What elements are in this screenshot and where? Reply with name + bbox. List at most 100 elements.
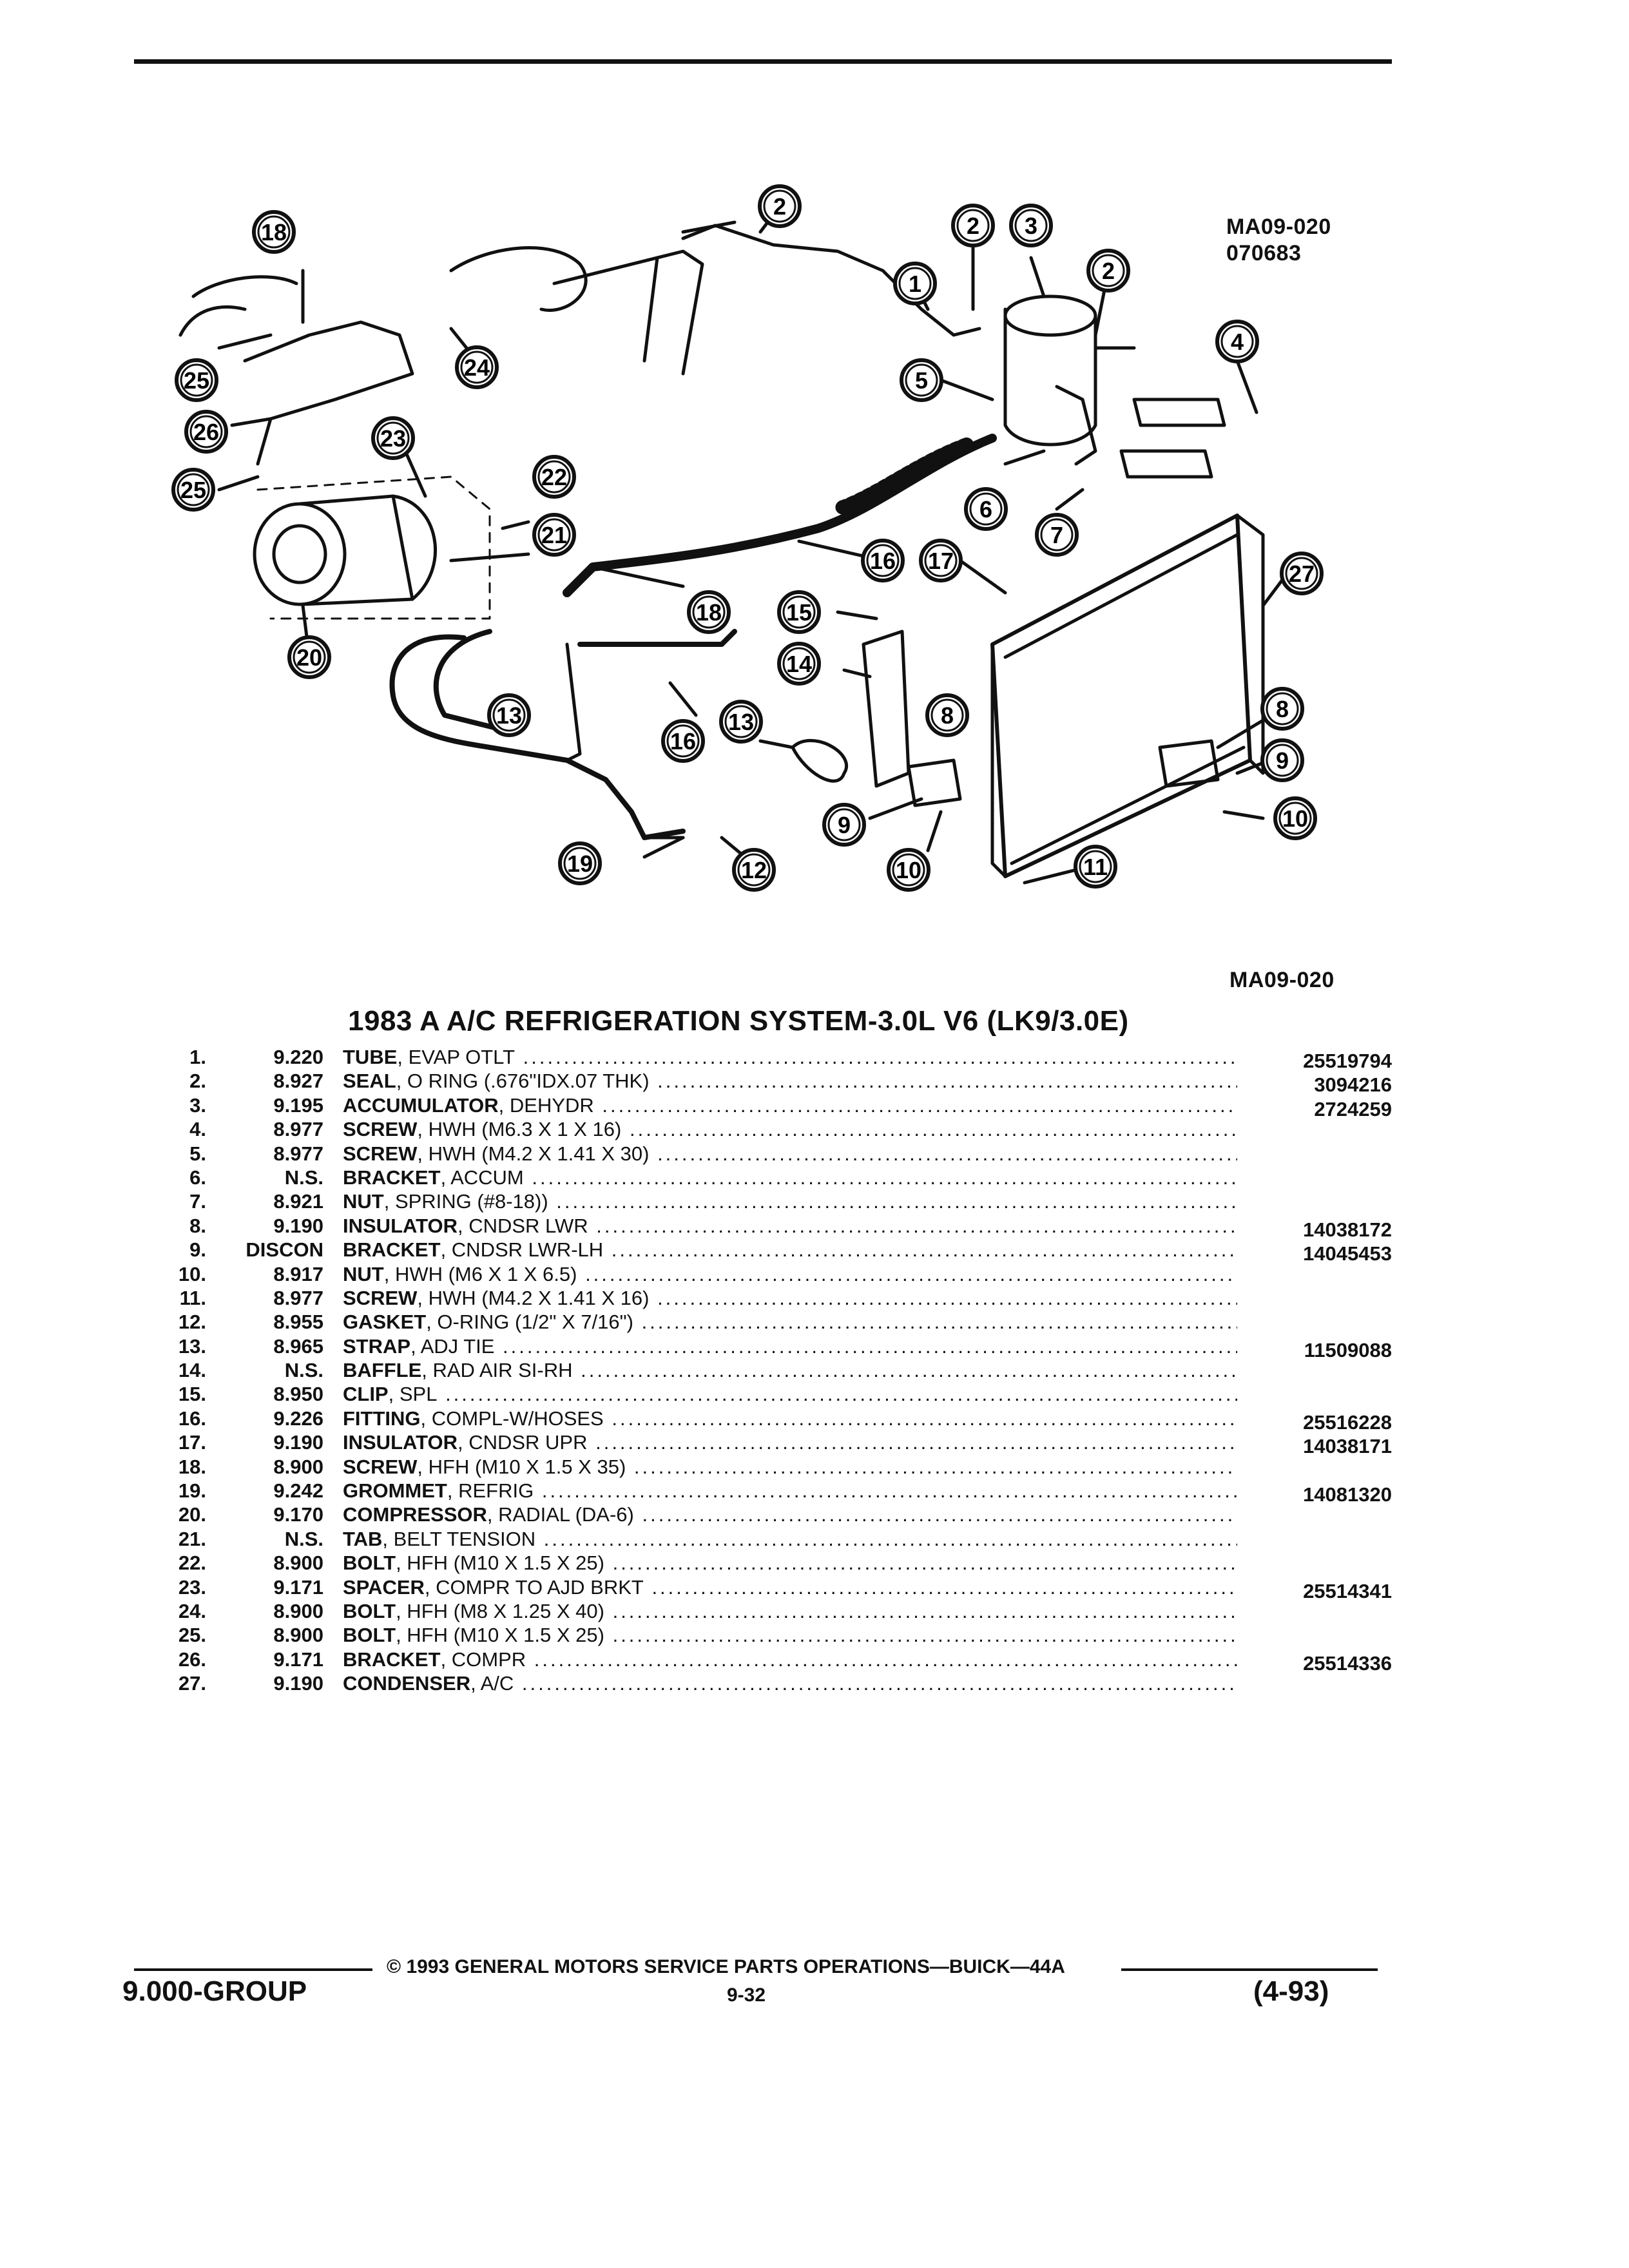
part-spec: , BELT TENSION (382, 1527, 536, 1550)
leader-dots: ........................................… (503, 1334, 1237, 1358)
part-description: CONDENSER, A/C .........................… (343, 1671, 1237, 1695)
callout-number: 21 (541, 522, 567, 548)
group-number: 9.171 (273, 1575, 323, 1599)
part-description: COMPRESSOR, RADIAL (DA-6) ..............… (343, 1503, 1237, 1526)
callout-c21: 21 (532, 513, 576, 557)
callout-c4: 4 (1215, 320, 1259, 363)
part-description: FITTING, COMPL-W/HOSES .................… (343, 1407, 1237, 1430)
callout-number: 2 (967, 213, 979, 239)
part-number: 25514336 (1303, 1651, 1392, 1675)
leader-dots: ........................................… (657, 1070, 1237, 1093)
part-name: TUBE (343, 1046, 398, 1068)
item-number: 7. (189, 1190, 206, 1213)
callout-c15: 15 (777, 590, 821, 634)
item-number: 18. (178, 1455, 206, 1478)
leader-dots: ........................................… (633, 1455, 1237, 1478)
leader-dots: ........................................… (612, 1552, 1237, 1575)
group-number: 8.965 (273, 1334, 323, 1358)
callout-number: 20 (296, 644, 322, 671)
part-name: BAFFLE (343, 1359, 422, 1382)
leader-dots: ........................................… (534, 1648, 1237, 1671)
callout-number: 17 (928, 548, 954, 574)
item-number: 13. (178, 1334, 206, 1358)
callout-number: 25 (180, 477, 206, 503)
callout-number: 18 (696, 599, 722, 626)
callout-c24: 24 (455, 345, 499, 389)
figure-date-code: 070683 (1226, 241, 1302, 265)
part-name: COMPRESSOR (343, 1503, 487, 1526)
part-spec: , DEHYDR (498, 1093, 594, 1117)
copyright-line: © 1993 GENERAL MOTORS SERVICE PARTS OPER… (387, 1956, 1065, 1977)
group-number: 9.242 (273, 1479, 323, 1503)
leader-dots: ........................................… (602, 1093, 1237, 1117)
part-description: SCREW, HWH (M4.2 X 1.41 X 30) ..........… (343, 1142, 1237, 1166)
callout-c17: 17 (919, 539, 963, 582)
callout-c13b: 13 (719, 700, 763, 744)
leader-dots: ........................................… (532, 1166, 1237, 1189)
part-spec: , RADIAL (DA-6) (487, 1503, 634, 1526)
part-name: SEAL (343, 1070, 396, 1093)
callout-c6: 6 (964, 487, 1008, 531)
part-name: BOLT (343, 1552, 396, 1575)
part-number: 25516228 (1303, 1410, 1392, 1434)
callout-number: 22 (541, 464, 567, 490)
part-spec: , CNDSR LWR (457, 1214, 588, 1237)
callout-c9a: 9 (822, 803, 866, 847)
callout-c16b: 16 (661, 719, 705, 763)
part-description: GASKET, O-RING (1/2" X 7/16") ..........… (343, 1310, 1237, 1334)
part-name: BOLT (343, 1624, 396, 1647)
leader-dots: ........................................… (651, 1575, 1237, 1599)
item-number: 14. (178, 1359, 206, 1382)
part-name: FITTING (343, 1407, 421, 1430)
callout-number: 15 (786, 599, 812, 626)
group-number: 8.955 (273, 1311, 323, 1334)
callout-number: 2 (773, 193, 786, 220)
table-title: 1983 A A/C REFRIGERATION SYSTEM-3.0L V6 … (348, 1005, 1129, 1037)
part-description: STRAP, ADJ TIE .........................… (343, 1334, 1237, 1358)
callout-number: 8 (941, 702, 954, 729)
callout-c10b: 10 (1273, 796, 1317, 840)
item-number: 17. (178, 1431, 206, 1454)
item-number: 21. (178, 1527, 206, 1550)
leader-dots: ........................................… (521, 1672, 1237, 1695)
group-number: N.S. (284, 1527, 323, 1550)
part-description: CLIP, SPL ..............................… (343, 1382, 1237, 1406)
part-spec: , A/C (470, 1672, 514, 1695)
part-description: SEAL, O RING (.676"IDX.07 THK) .........… (343, 1069, 1237, 1093)
leader-dots: ........................................… (629, 1118, 1237, 1141)
callout-c2b: 2 (951, 204, 995, 247)
group-number: 8.977 (273, 1118, 323, 1141)
part-spec: , COMPL-W/HOSES (420, 1407, 604, 1430)
part-row: 14.N.S.BAFFLE, RAD AIR SI-RH ...........… (155, 1358, 1392, 1382)
part-name: SCREW (343, 1286, 418, 1309)
callout-number: 26 (193, 419, 219, 445)
callout-c8a: 8 (925, 693, 969, 737)
leader-dots: ........................................… (642, 1503, 1237, 1526)
leader-dots: ........................................… (612, 1624, 1237, 1647)
part-description: BOLT, HFH (M10 X 1.5 X 25) .............… (343, 1623, 1237, 1647)
callout-number: 18 (261, 219, 287, 245)
part-description: TAB, BELT TENSION ......................… (343, 1527, 1237, 1551)
callout-number: 6 (979, 496, 992, 523)
group-label: 9.000-GROUP (122, 1975, 307, 2007)
callout-number: 9 (838, 812, 851, 838)
part-name: BRACKET (343, 1166, 441, 1189)
group-number: 8.950 (273, 1383, 323, 1406)
part-spec: , HFH (M10 X 1.5 X 25) (396, 1624, 604, 1647)
part-spec: , HWH (M6 X 1 X 6.5) (383, 1262, 577, 1285)
callout-number: 13 (496, 702, 522, 729)
callout-c26: 26 (184, 410, 228, 454)
callout-c5: 5 (900, 358, 943, 402)
part-spec: , HWH (M6.3 X 1 X 16) (417, 1118, 622, 1141)
part-row: 6.N.S.BRACKET, ACCUM ...................… (155, 1166, 1392, 1189)
callout-c14: 14 (777, 642, 821, 686)
